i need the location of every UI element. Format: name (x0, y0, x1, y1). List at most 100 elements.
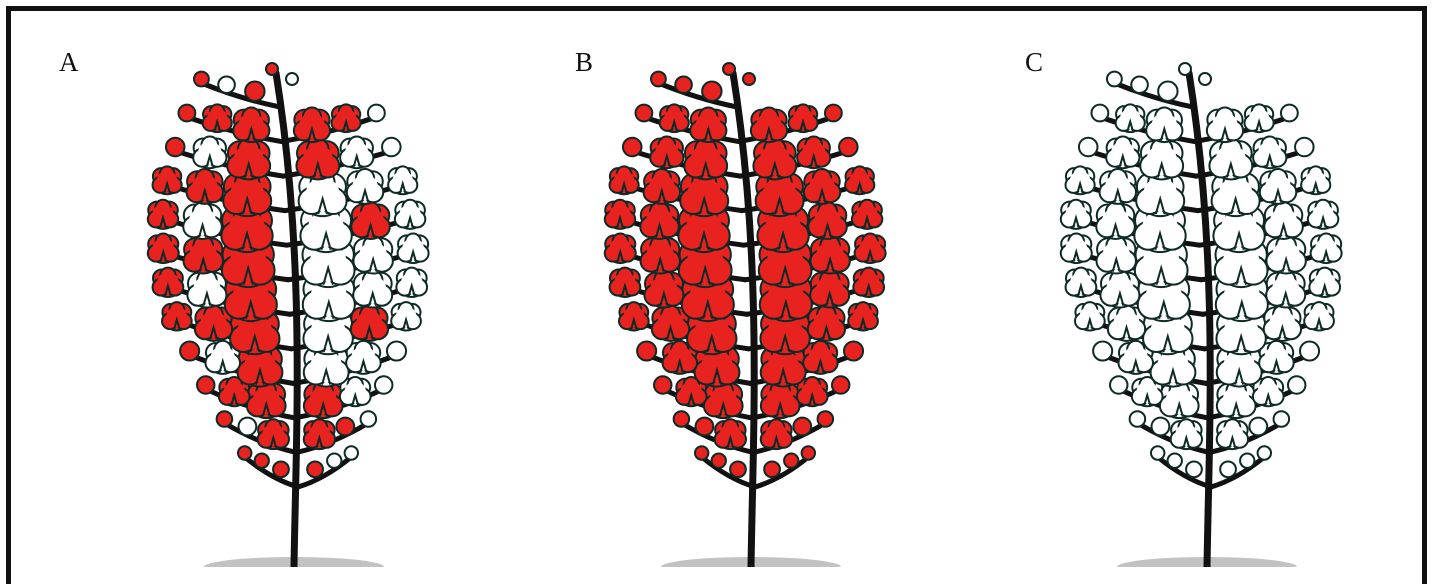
cotton-bud (375, 376, 392, 393)
cotton-boll (396, 268, 427, 297)
cotton-boll (1066, 166, 1095, 194)
cotton-boll (619, 302, 649, 330)
cotton-boll (715, 419, 746, 449)
cotton-boll (605, 200, 635, 229)
cotton-boll (296, 139, 339, 180)
cotton-boll (162, 302, 192, 330)
cotton-boll (848, 302, 878, 330)
cotton-bud (1091, 105, 1108, 122)
cotton-bud (387, 341, 406, 360)
cotton-bud (1186, 461, 1202, 477)
cotton-boll (184, 236, 223, 274)
cotton-boll (1264, 305, 1301, 341)
cotton-boll (797, 136, 830, 168)
cotton-boll (148, 200, 178, 229)
cotton-boll (187, 270, 226, 307)
cotton-boll (1207, 108, 1243, 143)
cotton-bud (1274, 411, 1290, 427)
cotton-plant-a (148, 63, 429, 567)
cotton-bud (1131, 76, 1148, 93)
cotton-bud (238, 446, 251, 459)
cotton-bud (1107, 72, 1122, 87)
cotton-bud (1158, 82, 1177, 101)
cotton-boll (1304, 302, 1334, 330)
cotton-bud (1220, 461, 1236, 477)
cotton-bud (255, 454, 269, 468)
cotton-boll (1140, 139, 1183, 180)
branch (658, 83, 737, 107)
cotton-boll (1061, 234, 1092, 264)
cotton-bud (712, 454, 726, 468)
cotton-bud (273, 461, 289, 477)
cotton-bud (1258, 446, 1271, 459)
cotton-boll (347, 169, 383, 204)
cotton-bud (675, 76, 692, 93)
cotton-boll (810, 236, 849, 274)
cotton-boll (1264, 202, 1303, 239)
cotton-boll (1301, 166, 1330, 194)
cotton-bud (723, 63, 735, 75)
cotton-bud (1300, 341, 1319, 360)
cotton-bud (802, 446, 815, 459)
cotton-boll (788, 104, 817, 132)
figure-bottom-band (6, 567, 1427, 584)
cotton-boll (1266, 236, 1305, 274)
cotton-bud (266, 63, 278, 75)
cotton-boll (1260, 169, 1296, 204)
cotton-bud (825, 105, 842, 122)
cotton-boll (660, 104, 689, 132)
cotton-bud (839, 138, 858, 157)
cotton-boll (810, 270, 849, 307)
cotton-bud (336, 418, 354, 436)
cotton-boll (1096, 202, 1135, 239)
cotton-boll (1061, 200, 1091, 229)
cotton-bud (1199, 73, 1211, 85)
cotton-bud (217, 411, 233, 427)
cotton-boll (395, 200, 425, 229)
cotton-plant-c (1061, 63, 1342, 567)
cotton-boll (351, 305, 388, 341)
cotton-bud (1152, 418, 1170, 436)
cotton-bud (1093, 341, 1112, 360)
cotton-boll (304, 419, 335, 449)
cotton-boll (610, 166, 639, 194)
cotton-boll (1146, 108, 1182, 143)
cotton-bud (239, 418, 257, 436)
cotton-boll (1308, 200, 1338, 229)
cotton-boll (398, 234, 429, 264)
cotton-bud (1249, 418, 1267, 436)
cotton-bud (1295, 138, 1314, 157)
cotton-boll (808, 202, 847, 239)
branch (1211, 457, 1264, 487)
cotton-bud (361, 411, 377, 427)
cotton-boll (193, 136, 226, 168)
cotton-boll (1266, 270, 1305, 307)
cotton-bud (1179, 63, 1191, 75)
cotton-bud (637, 341, 656, 360)
branch (245, 457, 298, 487)
cotton-bud (696, 418, 714, 436)
cotton-boll (353, 270, 392, 307)
cotton-bud (1110, 376, 1127, 393)
cotton-boll (605, 234, 636, 264)
cotton-bud (695, 446, 708, 459)
branch (1114, 83, 1193, 107)
cotton-bud (702, 82, 721, 101)
branch (702, 457, 755, 487)
cotton-boll (1209, 139, 1252, 180)
cotton-boll (153, 166, 182, 194)
cotton-bud (635, 105, 652, 122)
cotton-boll (845, 166, 874, 194)
cotton-bud (730, 461, 746, 477)
cotton-bud (345, 446, 358, 459)
cotton-bud (1130, 411, 1146, 427)
cotton-bud (1240, 454, 1254, 468)
cotton-bud (1288, 376, 1305, 393)
cotton-boll (753, 139, 796, 180)
branch (298, 457, 351, 487)
cotton-boll (1253, 136, 1286, 168)
figure-frame: A B C (6, 6, 1427, 572)
cotton-bud (1151, 446, 1164, 459)
cotton-boll (1244, 104, 1273, 132)
cotton-plant-diagram (11, 11, 1422, 567)
